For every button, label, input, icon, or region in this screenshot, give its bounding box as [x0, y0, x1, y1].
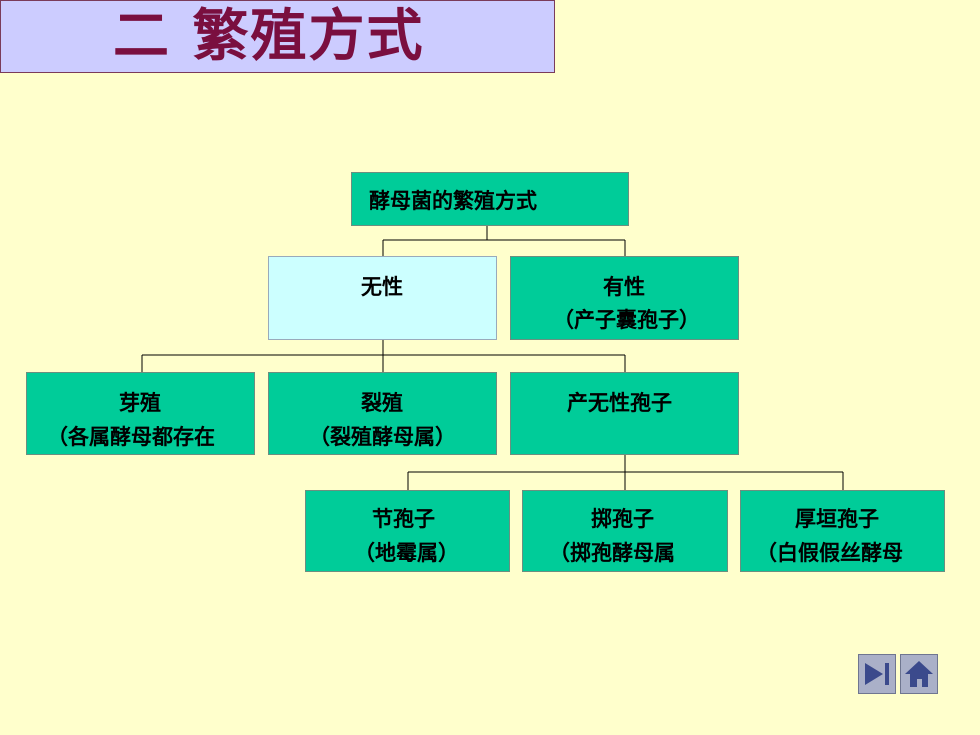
- fission-node: 裂殖 （裂殖酵母属）: [268, 372, 497, 455]
- sexual-note: （产子囊孢子）: [553, 307, 700, 332]
- sexual-node: 有性 （产子囊孢子）: [510, 256, 739, 340]
- page-title: 二 繁殖方式: [113, 4, 425, 69]
- root-node: 酵母菌的繁殖方式: [351, 172, 629, 226]
- asexual-spores-node: 产无性孢子: [510, 372, 739, 455]
- home-icon: [905, 661, 933, 687]
- asexual-node: 无性: [268, 256, 497, 340]
- next-slide-icon: [865, 663, 889, 685]
- sexual-label: 有性: [603, 274, 645, 299]
- root-label: 酵母菌的繁殖方式: [369, 188, 537, 213]
- asexual-spores-label: 产无性孢子: [567, 390, 672, 415]
- arthrospore-node: 节孢子 （地霉属）: [305, 490, 510, 572]
- ballistospore-label: 掷孢子: [591, 506, 654, 531]
- arthrospore-label: 节孢子: [372, 506, 435, 531]
- ballistospore-node: 掷孢子 （掷孢酵母属: [522, 490, 728, 572]
- chlamydospore-note: （白假假丝酵母: [756, 540, 903, 565]
- budding-label: 芽殖: [119, 390, 161, 415]
- chlamydospore-node: 厚垣孢子 （白假假丝酵母: [740, 490, 945, 572]
- arthrospore-note: （地霉属）: [354, 540, 459, 565]
- budding-node: 芽殖 （各属酵母都存在: [26, 372, 255, 455]
- home-button[interactable]: [900, 654, 938, 694]
- ballistospore-note: （掷孢酵母属: [549, 540, 675, 565]
- next-slide-button[interactable]: [858, 654, 896, 694]
- title-banner: 二 繁殖方式: [0, 0, 555, 73]
- chlamydospore-label: 厚垣孢子: [795, 506, 879, 531]
- fission-note: （裂殖酵母属）: [309, 424, 456, 449]
- fission-label: 裂殖: [361, 390, 403, 415]
- budding-note: （各属酵母都存在: [47, 424, 215, 449]
- asexual-label: 无性: [361, 274, 403, 299]
